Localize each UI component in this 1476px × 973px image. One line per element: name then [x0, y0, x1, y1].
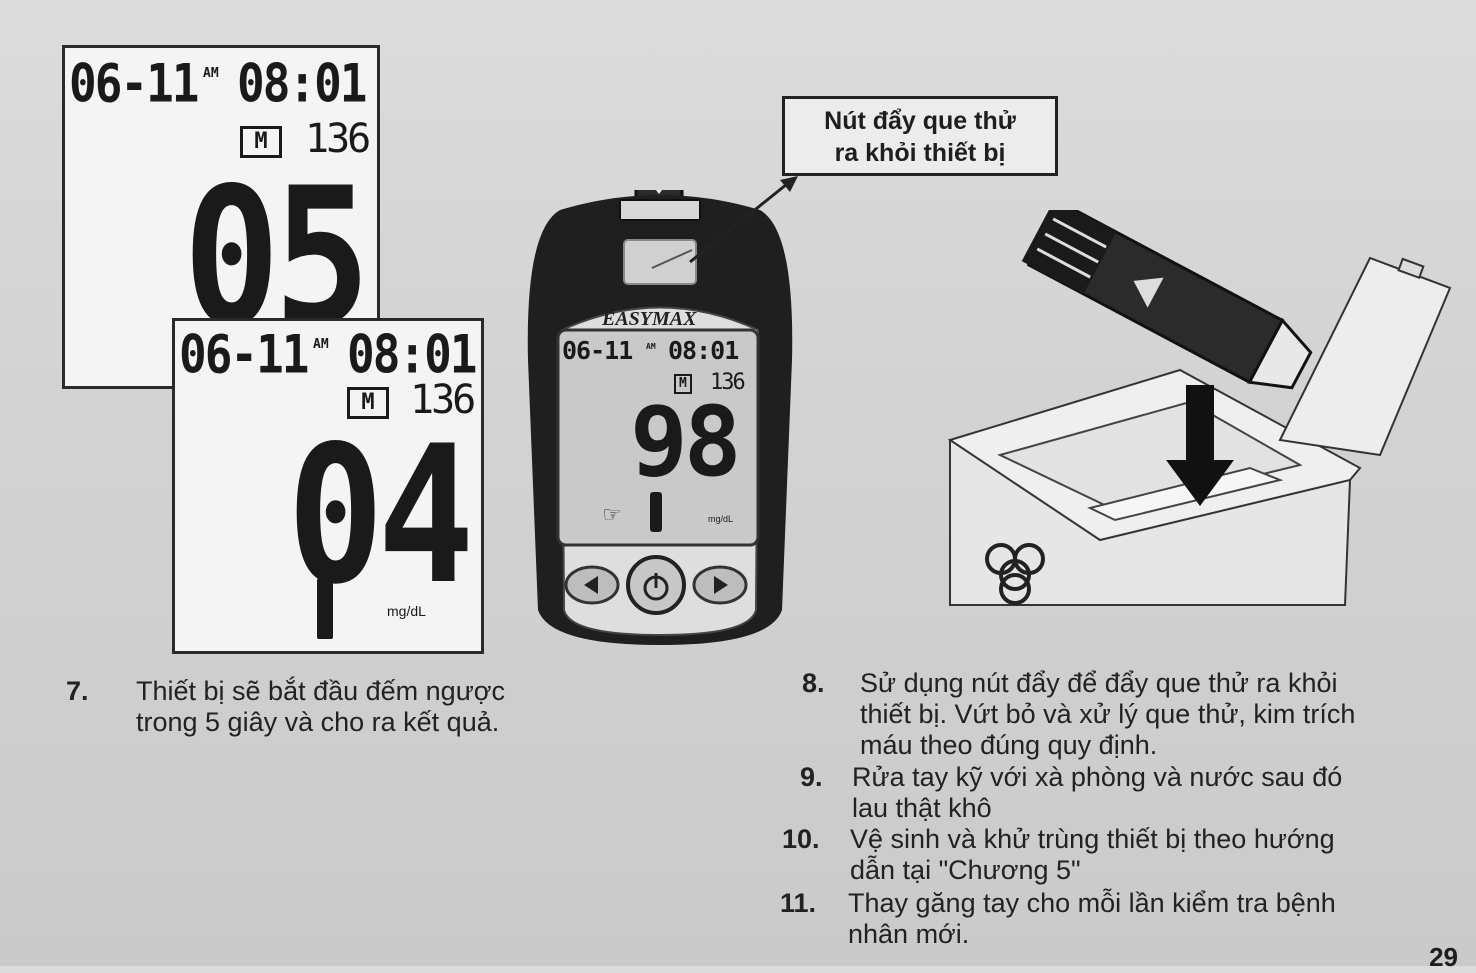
lcd-time: 08:01 [237, 52, 367, 115]
memory-count: 136 [410, 377, 476, 423]
callout-line-2: ra khỏi thiết bị [834, 139, 1006, 167]
unit-label: mg/dL [387, 603, 426, 619]
step-number: 8. [802, 668, 825, 698]
step-9: 9. Rửa tay kỹ với xà phòng và nước sau đ… [800, 762, 1440, 828]
step-text: Vệ sinh và khử trùng thiết bị theo hướng… [850, 824, 1335, 886]
step-text: Sử dụng nút đẩy để đẩy que thử ra khỏi t… [860, 668, 1355, 761]
strip-indicator [317, 577, 333, 639]
lcd-date: 06-11 [179, 323, 309, 386]
step-number: 11. [780, 888, 817, 918]
lcd-date: 06-11 [69, 52, 199, 115]
meter-unit: mg/dL [708, 514, 734, 524]
step-line: dẫn tại "Chương 5" [850, 855, 1081, 885]
step-line: máu theo đúng quy định. [860, 730, 1158, 760]
step-8: 8. Sử dụng nút đẩy để đẩy que thử ra khỏ… [802, 668, 1442, 768]
step-line: lau thật khô [852, 793, 992, 823]
step-number: 9. [800, 762, 823, 792]
step-line: Vệ sinh và khử trùng thiết bị theo hướng [850, 824, 1335, 854]
meter-memory-indicator: M [674, 374, 692, 394]
lcd-time: 08:01 [347, 323, 477, 386]
page-number: 29 [1429, 942, 1458, 972]
lcd-display-countdown-05: 06-11 AM 08:01 M 136 05 [62, 45, 380, 389]
step-text: Rửa tay kỹ với xà phòng và nước sau đó l… [852, 762, 1342, 824]
step-line: Thay găng tay cho mỗi lần kiểm tra bệnh [848, 888, 1336, 918]
meter-body-illustration [527, 93, 793, 645]
step-text: Thiết bị sẽ bắt đầu đếm ngược trong 5 gi… [136, 676, 505, 738]
step-line: nhân mới. [848, 919, 970, 949]
hand-pointer-icon: ☞ [604, 500, 620, 530]
lcd-ampm: AM [313, 337, 329, 352]
callout-line-1: Nút đẩy que thử [824, 107, 1016, 135]
eject-button-callout: Nút đẩy que thử ra khỏi thiết bị [782, 96, 1058, 176]
step-line: Thiết bị sẽ bắt đầu đếm ngược [136, 676, 505, 706]
memory-indicator: M [347, 387, 389, 419]
step-line: trong 5 giây và cho ra kết quả. [136, 707, 500, 737]
step-11: 11. Thay găng tay cho mỗi lần kiểm tra b… [780, 888, 1440, 954]
lcd-ampm: AM [203, 66, 219, 81]
step-10: 10. Vệ sinh và khử trùng thiết bị theo h… [782, 824, 1442, 890]
meter-memory-count: 136 [710, 370, 746, 395]
memory-indicator: M [240, 126, 282, 158]
step-number: 10. [782, 824, 820, 854]
meter-strip-indicator [650, 492, 662, 532]
meter-screen: 06-11 AM 08:01 M 136 98 mg/dL ☞ [560, 332, 756, 543]
meter-ampm: AM [646, 342, 656, 351]
step-text: Thay găng tay cho mỗi lần kiểm tra bệnh … [848, 888, 1336, 950]
step-number: 7. [66, 676, 89, 706]
step-7: 7. Thiết bị sẽ bắt đầu đếm ngược trong 5… [66, 676, 626, 746]
glucose-meter: EASYMAX 06-11 AM 08:01 M 136 98 mg/dL ☞ [520, 93, 800, 645]
meter-date: 06-11 [562, 336, 633, 365]
memory-count: 136 [305, 116, 371, 162]
meter-brand: EASYMAX [602, 308, 697, 330]
step-line: Rửa tay kỹ với xà phòng và nước sau đó [852, 762, 1343, 792]
step-line: thiết bị. Vứt bỏ và xử lý que thử, kim t… [860, 699, 1356, 729]
meter-time: 08:01 [668, 336, 739, 365]
sharps-container-illustration [947, 210, 1452, 606]
step-line: Sử dụng nút đẩy để đẩy que thử ra khỏi [860, 668, 1338, 698]
meter-reading: 98 [630, 386, 742, 498]
lcd-display-countdown-04: 06-11 AM 08:01 M 136 04 mg/dL [172, 318, 484, 654]
